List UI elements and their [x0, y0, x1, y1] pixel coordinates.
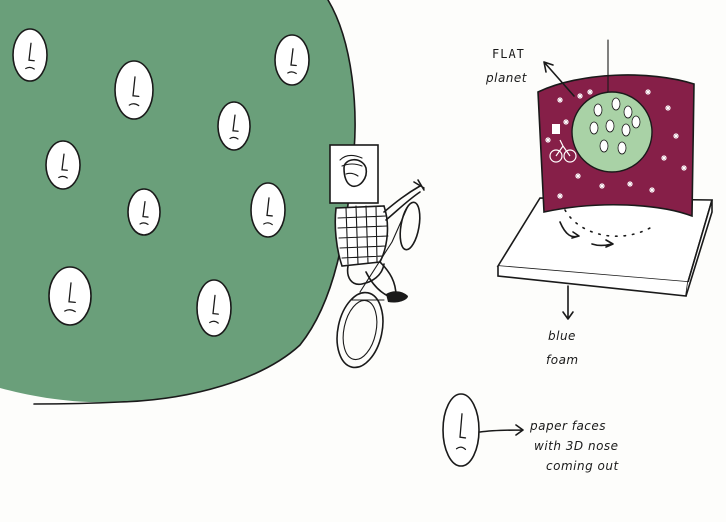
star-icon [563, 119, 569, 125]
paper-face-icon [442, 393, 480, 467]
with-3d-nose-label: with 3D nose [534, 439, 619, 453]
star-icon [545, 137, 551, 143]
star-icon [587, 89, 593, 95]
mini-face-icon [611, 97, 621, 111]
star-icon [627, 181, 633, 187]
mini-face-icon [617, 141, 627, 155]
star-icon [665, 105, 671, 111]
star-icon [557, 97, 563, 103]
mini-cyclist [549, 124, 577, 163]
mini-face-icon [631, 115, 641, 129]
star-icon [649, 187, 655, 193]
coming-out-label: coming out [546, 459, 619, 473]
planet-faces [12, 28, 310, 337]
star-icon [673, 133, 679, 139]
mini-face-icon [605, 119, 615, 133]
paper-face-icon [48, 266, 92, 326]
flat-label: FLAT [492, 47, 525, 61]
mini-face-icon [623, 105, 633, 119]
mini-faces [589, 97, 641, 155]
mini-face-icon [589, 121, 599, 135]
cyclist-figure [329, 144, 425, 369]
star-icon [577, 93, 583, 99]
backdrop-stars [545, 89, 687, 199]
paper-face-icon [12, 28, 48, 82]
blue-foam-arrow [562, 285, 574, 320]
star-icon [557, 193, 563, 199]
pointer-arrows [479, 61, 575, 436]
paper-faces-label: paper faces [529, 419, 606, 433]
rear-wheel [336, 291, 384, 369]
model-stage [496, 39, 714, 297]
mini-face-icon [593, 103, 603, 117]
green-planet-outline [33, 0, 356, 405]
star-icon [661, 155, 667, 161]
blue-label: blue [548, 329, 576, 343]
mini-face-icon [621, 123, 631, 137]
paper-face-icon [217, 101, 251, 151]
paper-face-icon [250, 182, 286, 238]
star-icon [575, 173, 581, 179]
paper-face-icon [274, 34, 310, 86]
paper-face-icon [114, 60, 154, 120]
planet-label: planet [485, 71, 528, 85]
star-icon [681, 165, 687, 171]
legend-paper-face [442, 393, 480, 467]
flat-planet-arrow [543, 61, 575, 97]
star-icon [645, 89, 651, 95]
paper-face-icon [127, 188, 161, 236]
front-wheel [399, 201, 421, 251]
mini-face-icon [599, 139, 609, 153]
paper-face-icon [45, 140, 81, 190]
paper-face-icon [196, 279, 232, 337]
foam-label: foam [546, 353, 579, 367]
paper-faces-arrow [479, 424, 524, 436]
star-icon [599, 183, 605, 189]
